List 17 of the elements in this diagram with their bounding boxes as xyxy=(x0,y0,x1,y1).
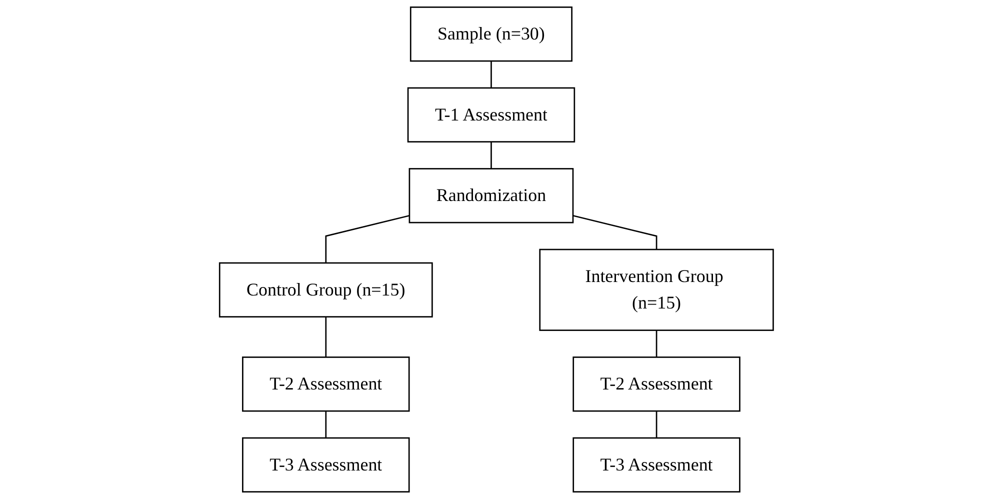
node-box: T-2 Assessment xyxy=(242,356,410,412)
connector xyxy=(325,214,410,263)
connector xyxy=(656,411,658,438)
connector xyxy=(572,214,658,250)
node-box: Control Group (n=15) xyxy=(219,262,433,318)
node-box: T-1 Assessment xyxy=(407,87,576,142)
node-box: Randomization xyxy=(408,168,574,224)
connector xyxy=(490,61,492,88)
connector xyxy=(325,411,327,438)
node-box: Sample (n=30) xyxy=(410,6,573,62)
node-box: Intervention Group (n=15) xyxy=(539,248,774,331)
connector xyxy=(325,316,327,358)
node-box: T-2 Assessment xyxy=(572,356,740,412)
connector xyxy=(490,142,492,169)
node-box: T-3 Assessment xyxy=(572,437,740,492)
connector xyxy=(656,330,658,358)
node-box: T-3 Assessment xyxy=(242,437,410,492)
